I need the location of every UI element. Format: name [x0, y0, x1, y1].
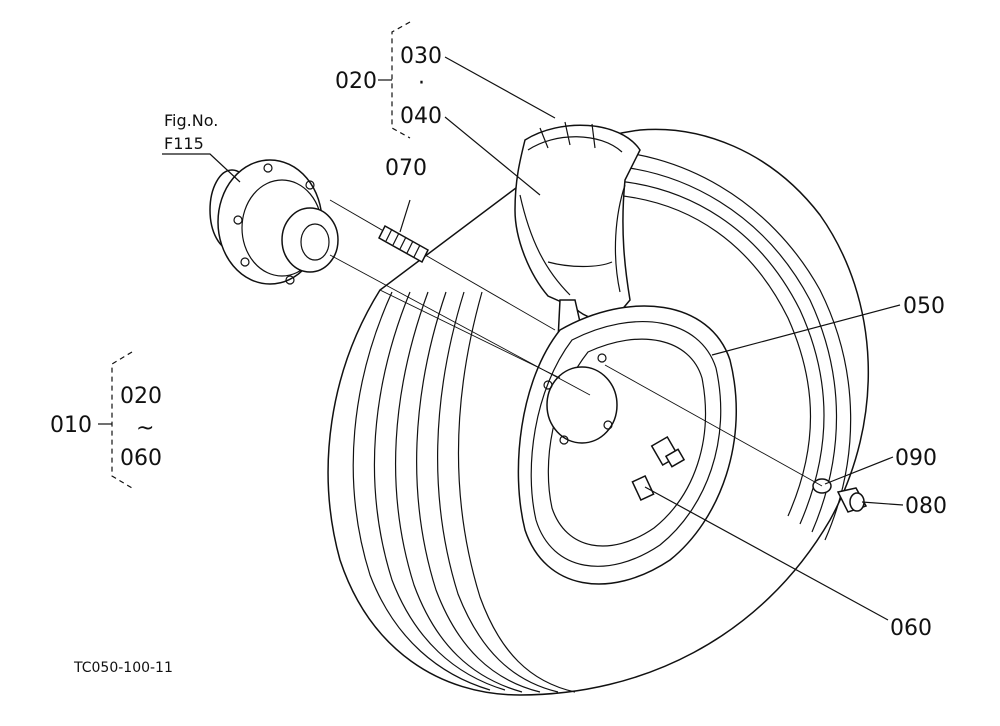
- callout-070: 070: [385, 156, 427, 181]
- leader-060: [644, 486, 889, 621]
- callout-dot: ·: [418, 71, 425, 96]
- callout-080: 080: [905, 494, 947, 519]
- valve-stem: [650, 435, 686, 468]
- callout-010: 010: [50, 413, 92, 438]
- callout-040: 040: [400, 104, 442, 129]
- leader-050: [711, 304, 901, 356]
- leader-fig: [162, 153, 241, 183]
- range-tilde: ~: [136, 416, 154, 441]
- wheel-hub: [209, 159, 339, 285]
- leader-030: [444, 56, 556, 119]
- leader-040: [444, 116, 541, 196]
- leader-070: [399, 199, 411, 233]
- callout-020-top: 020: [335, 69, 377, 94]
- range-start: 020: [120, 384, 162, 409]
- tire-assembly: [327, 121, 870, 696]
- callout-090: 090: [895, 446, 937, 471]
- range-end: 060: [120, 446, 162, 471]
- stud-bolt: [378, 224, 429, 264]
- bracket-010: [111, 351, 133, 489]
- leader-080: [861, 501, 904, 506]
- drawing-code: TC050-100-11: [73, 660, 173, 676]
- callout-030: 030: [400, 44, 442, 69]
- rim-center-hole: [546, 366, 618, 444]
- callout-050: 050: [903, 294, 945, 319]
- callout-060: 060: [890, 616, 932, 641]
- rim-label-plate: [631, 474, 655, 502]
- bracket-020: [391, 21, 411, 139]
- fig-ref-line2: F115: [164, 134, 204, 153]
- fig-ref-line1: Fig.No.: [164, 111, 218, 130]
- wheel-nut: [836, 487, 868, 513]
- leader-090: [824, 456, 894, 485]
